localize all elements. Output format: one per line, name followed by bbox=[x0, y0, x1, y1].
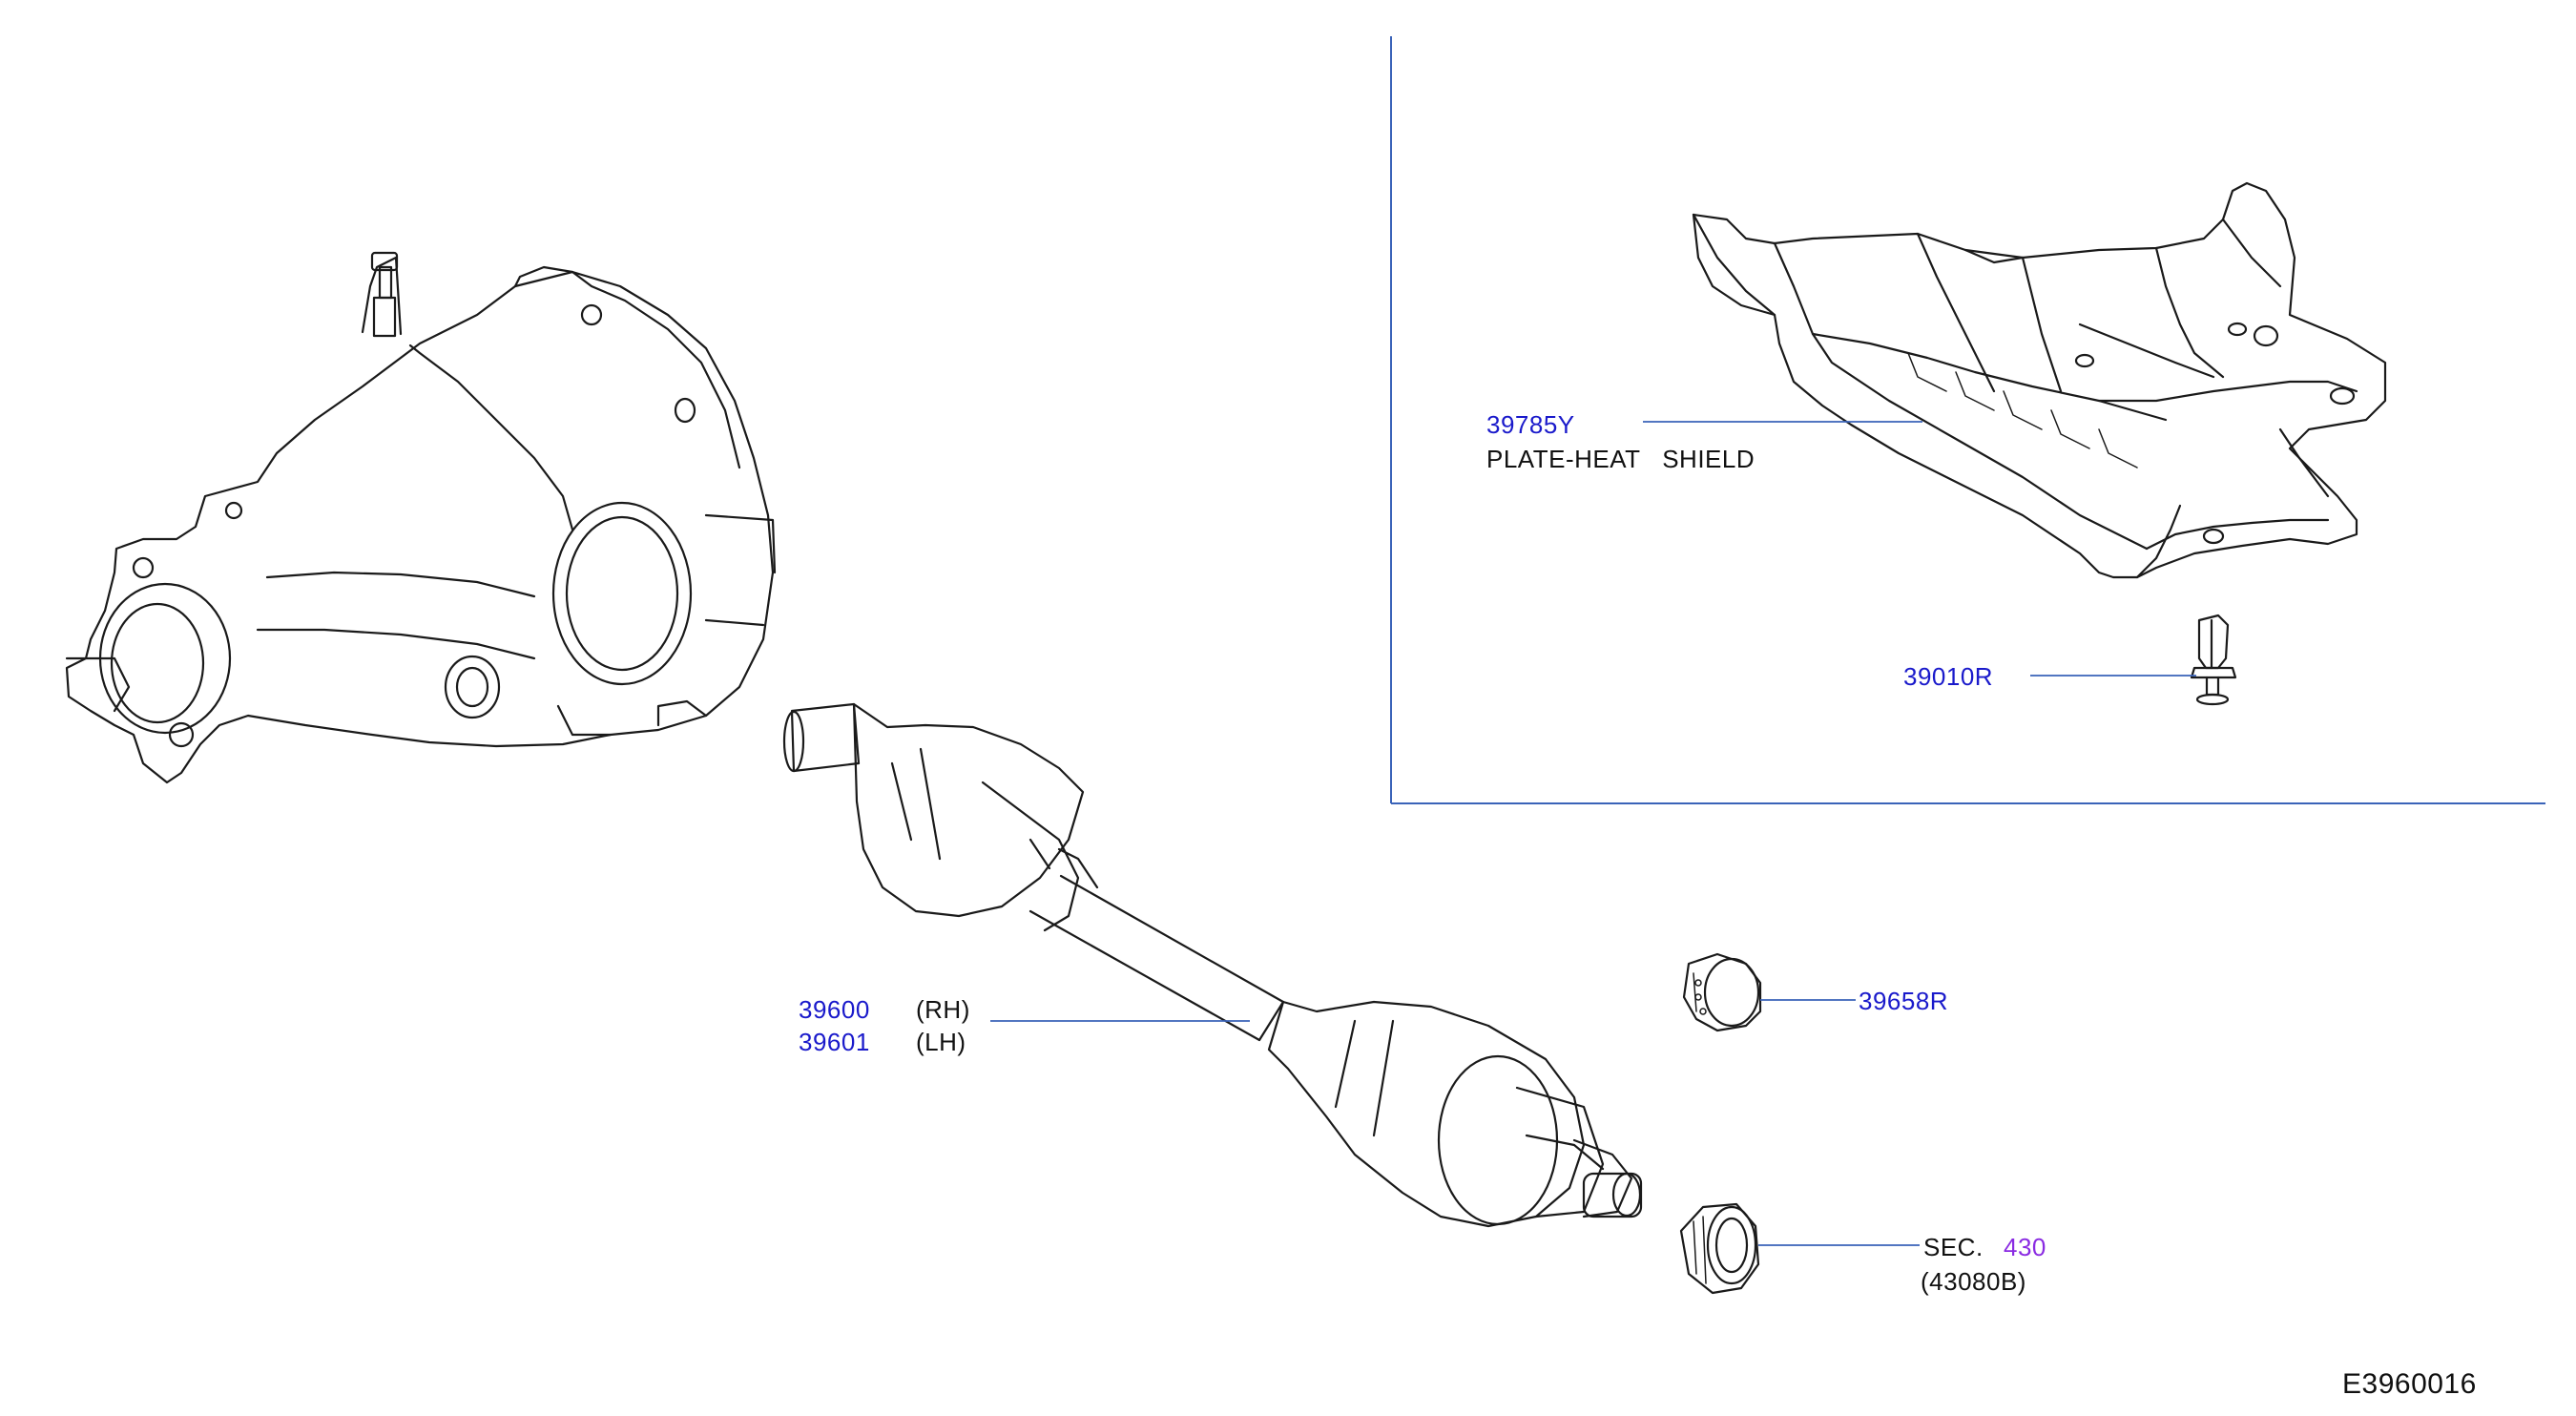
drive-shaft-drawing bbox=[782, 702, 1643, 1228]
inset-frame bbox=[1390, 36, 2545, 804]
section-ref-link[interactable]: 430 bbox=[2004, 1233, 2046, 1261]
shaft-rh-part-number[interactable]: 39600 bbox=[799, 995, 870, 1024]
hub-nut-drawing bbox=[1679, 1202, 1760, 1295]
heat-shield-drawing bbox=[1692, 181, 2387, 579]
section-sub-number: (43080B) bbox=[1921, 1267, 2026, 1296]
shaft-lh-side: (LH) bbox=[916, 1028, 966, 1056]
clip-part-number[interactable]: 39010R bbox=[1903, 662, 1994, 691]
heat-shield-part-name: PLATE-HEAT SHIELD bbox=[1486, 445, 1755, 473]
band-drawing bbox=[1682, 952, 1762, 1032]
band-part-number[interactable]: 39658R bbox=[1859, 987, 1949, 1015]
differential-carrier-drawing bbox=[65, 251, 777, 784]
diagram-code: E3960016 bbox=[2342, 1368, 2477, 1400]
leader-lines bbox=[990, 421, 2196, 1246]
shaft-rh-side: (RH) bbox=[916, 995, 970, 1024]
clip-drawing bbox=[2190, 614, 2237, 706]
heat-shield-part-number[interactable]: 39785Y bbox=[1486, 410, 1575, 439]
section-prefix: SEC. bbox=[1923, 1233, 1984, 1261]
shaft-lh-part-number[interactable]: 39601 bbox=[799, 1028, 870, 1056]
